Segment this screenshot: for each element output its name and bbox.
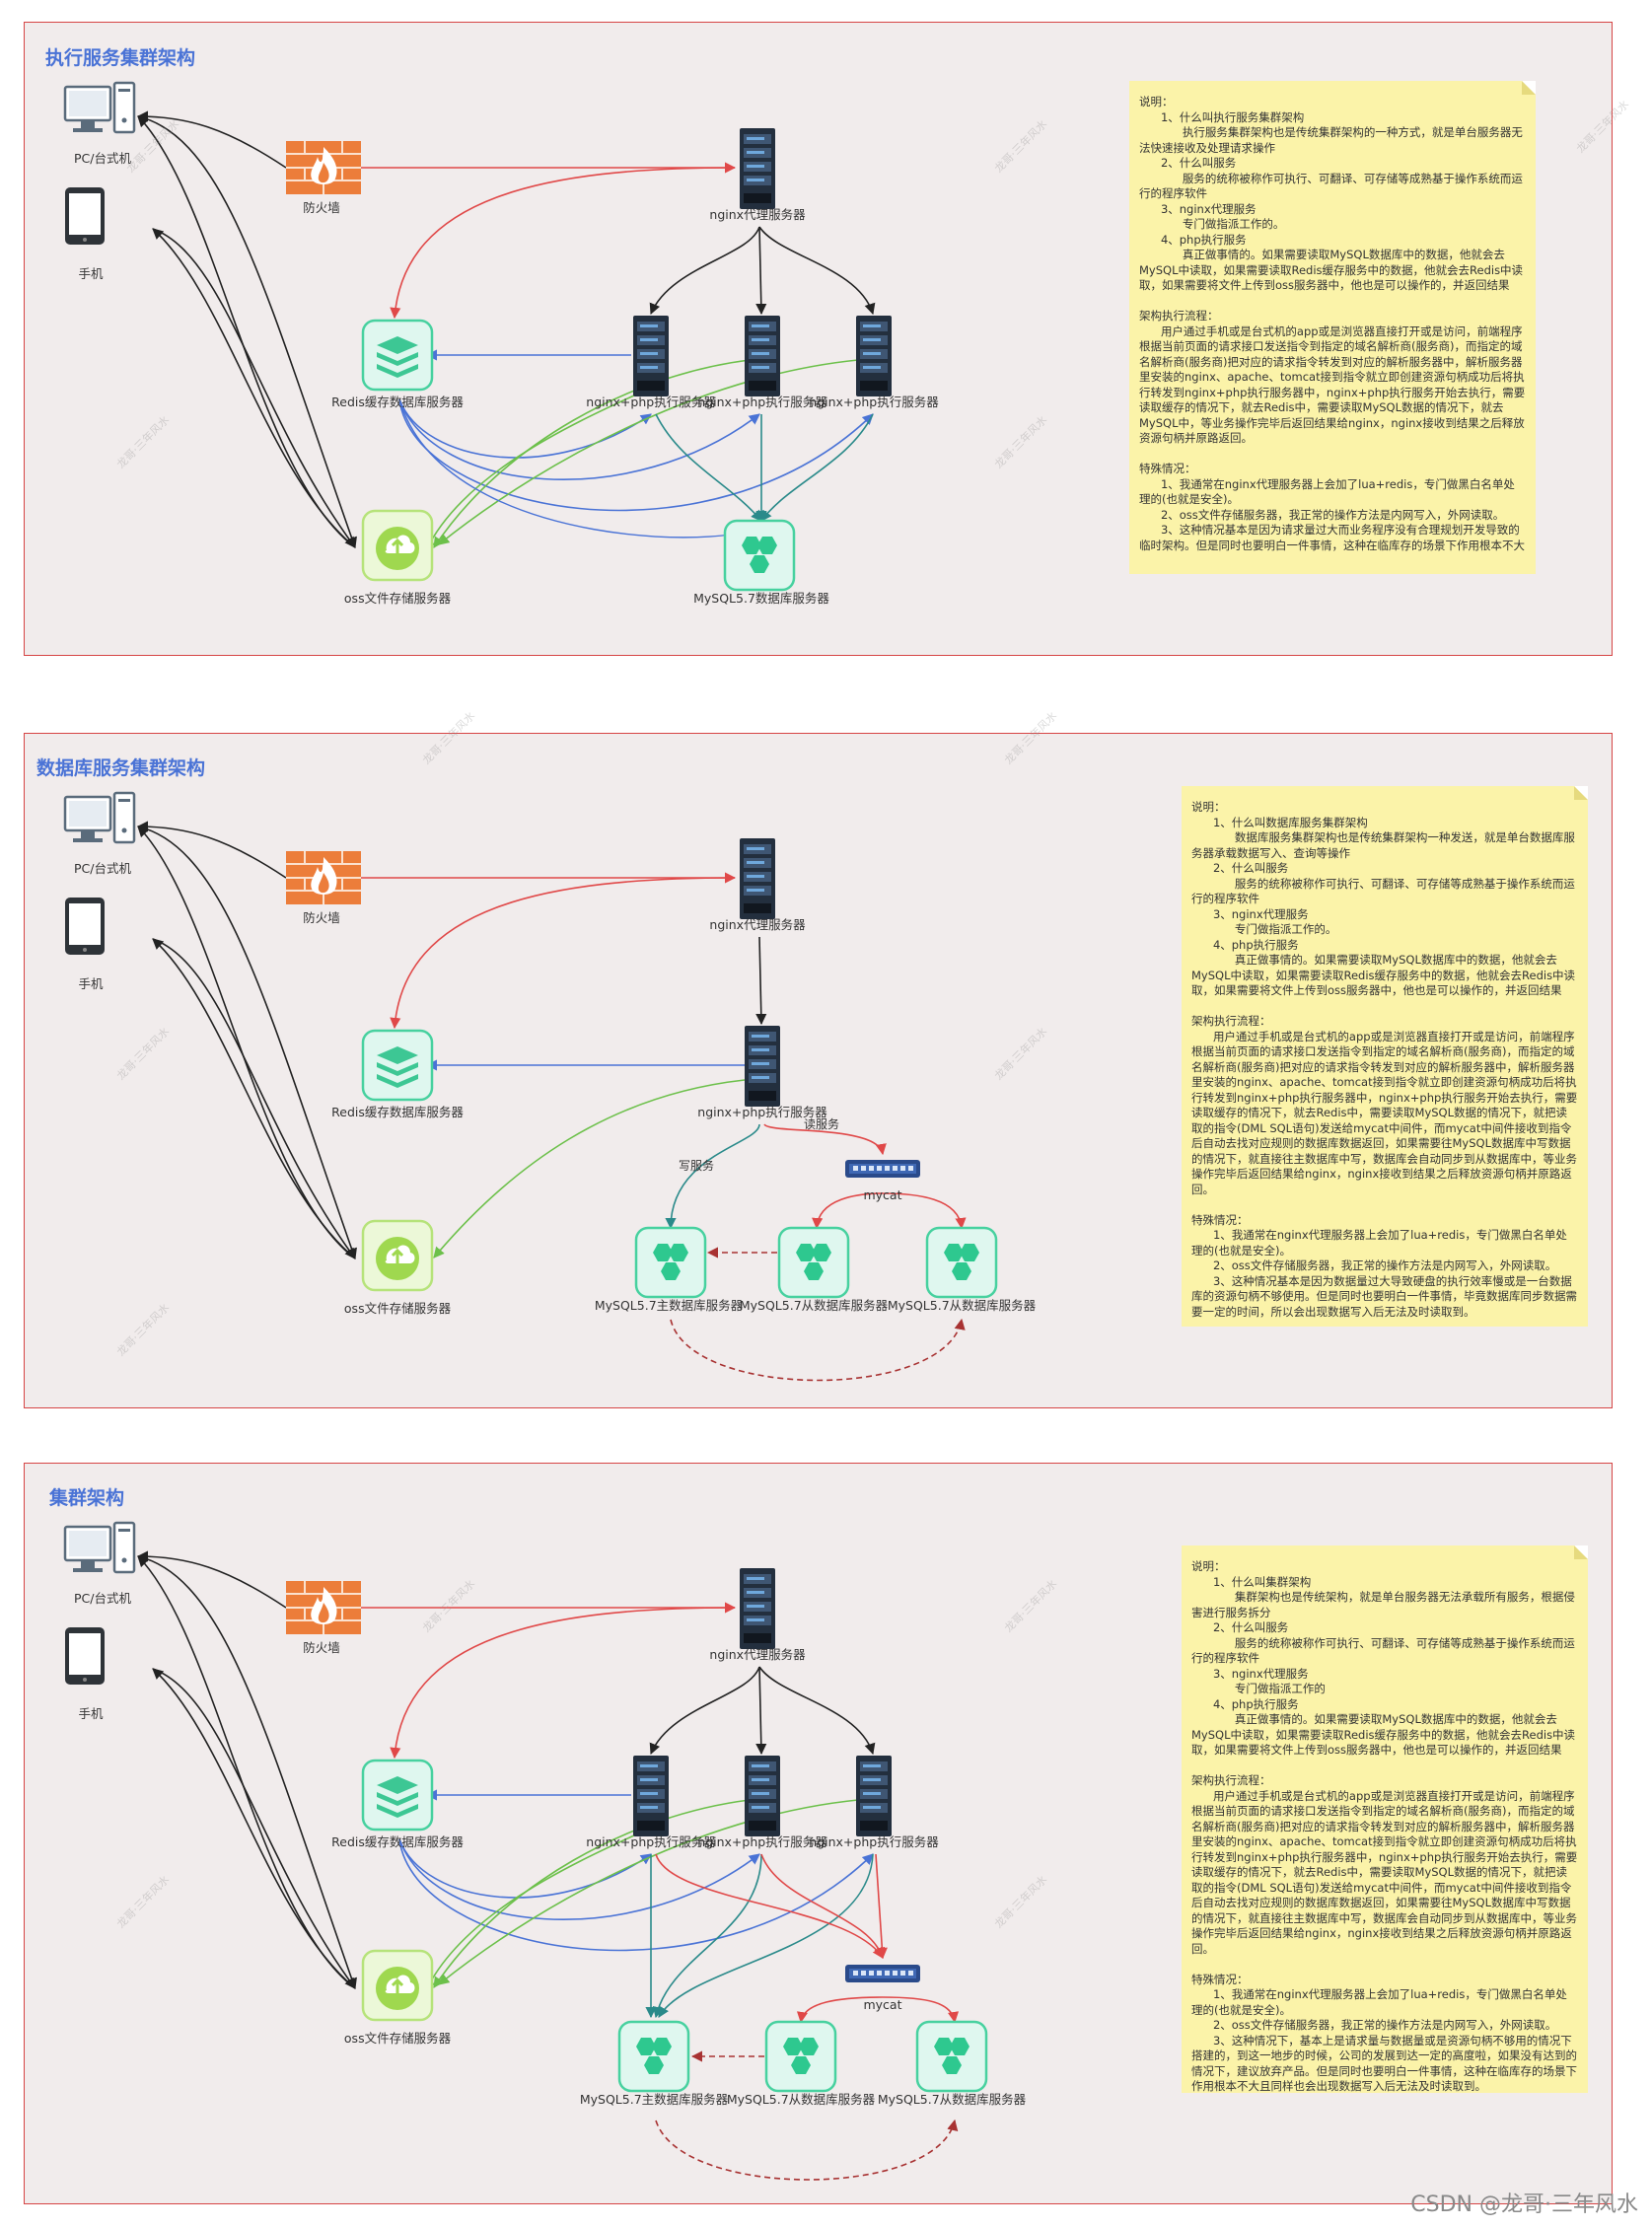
node-label: PC/台式机	[74, 151, 131, 166]
mysql-master-icon	[634, 1226, 707, 1299]
node-label: MySQL5.7从数据库服务器	[740, 1298, 889, 1313]
mysql-icon	[723, 519, 796, 592]
node-label: nginx+php执行服务器	[586, 395, 716, 409]
node-label: nginx+php执行服务器	[809, 1834, 939, 1849]
pc-icon	[63, 1521, 136, 1574]
panel-title: 数据库服务集群架构	[36, 757, 206, 779]
node-label: 防火墙	[303, 1640, 340, 1655]
firewall-icon	[285, 1580, 362, 1635]
phone-icon	[65, 1627, 105, 1685]
node-label: PC/台式机	[74, 861, 131, 876]
node-label: MySQL5.7主数据库服务器	[595, 1298, 744, 1313]
node-label: oss文件存储服务器	[344, 591, 452, 606]
redis-icon	[361, 319, 434, 392]
redis-icon	[361, 1759, 434, 1832]
php-server-icon	[856, 316, 892, 396]
node-label: nginx代理服务器	[709, 917, 806, 932]
firewall-icon	[285, 140, 362, 195]
node-label: 手机	[78, 1706, 104, 1721]
pc-icon	[63, 81, 136, 134]
mycat-icon	[845, 1965, 920, 1982]
phone-icon	[65, 187, 105, 245]
panel-title: 集群架构	[49, 1487, 125, 1509]
node-label: Redis缓存数据库服务器	[331, 1105, 464, 1119]
mysql-slave-icon	[777, 1226, 850, 1299]
node-label: MySQL5.7从数据库服务器	[878, 2092, 1027, 2107]
redis-icon	[361, 1029, 434, 1102]
oss-icon	[361, 509, 434, 582]
panel-2-diagram: 写服务 读服务 PC/台式机 手机 防火墙 nginx代理服务器 Redis缓存…	[63, 791, 1037, 1382]
node-label: MySQL5.7从数据库服务器	[727, 2092, 876, 2107]
php-server-icon	[745, 1026, 780, 1107]
php-server-icon	[633, 1756, 669, 1836]
node-label: Redis缓存数据库服务器	[331, 1834, 464, 1849]
edge-label-write: 写服务	[679, 1158, 714, 1173]
node-label: MySQL5.7主数据库服务器	[580, 2092, 729, 2107]
node-label: 手机	[78, 976, 104, 991]
node-label: mycat	[863, 1187, 901, 1202]
node-label: nginx+php执行服务器	[809, 395, 939, 409]
edge-label-read: 读服务	[804, 1116, 839, 1131]
node-label: PC/台式机	[74, 1591, 131, 1606]
panel-title: 执行服务集群架构	[45, 47, 196, 69]
node-label: MySQL5.7从数据库服务器	[888, 1298, 1037, 1313]
nginx-proxy-server-icon	[740, 838, 775, 919]
node-label: 防火墙	[303, 200, 340, 215]
note-card: 说明： 1、什么叫执行服务集群架构 执行服务集群架构也是传统集群架构的一种方式，…	[1129, 81, 1536, 574]
node-label: nginx代理服务器	[709, 1647, 806, 1662]
php-server-icon	[745, 316, 780, 396]
nginx-proxy-server-icon	[740, 1568, 775, 1649]
php-server-icon	[856, 1756, 892, 1836]
node-label: oss文件存储服务器	[344, 2031, 452, 2046]
oss-icon	[361, 1219, 434, 1292]
mysql-slave-icon	[925, 1226, 998, 1299]
note-card: 说明： 1、什么叫集群架构 集群架构也是传统架构，就是单台服务器无法承载所有服务…	[1182, 1545, 1588, 2093]
pc-icon	[63, 791, 136, 844]
node-label: 防火墙	[303, 910, 340, 925]
mysql-master-icon	[617, 2020, 690, 2093]
node-label: MySQL5.7数据库服务器	[693, 591, 829, 606]
php-server-icon	[745, 1756, 780, 1836]
mysql-slave-icon	[915, 2020, 988, 2093]
node-label: nginx代理服务器	[709, 207, 806, 222]
panel-1-diagram: PC/台式机 手机 防火墙 nginx代理服务器 Redis缓存数据库服务器 n…	[63, 81, 939, 606]
oss-icon	[361, 1949, 434, 2022]
node-label: oss文件存储服务器	[344, 1301, 452, 1316]
node-label: nginx+php执行服务器	[586, 1834, 716, 1849]
firewall-icon	[285, 850, 362, 905]
phone-icon	[65, 898, 105, 955]
footer-credit: CSDN @龙哥·三年风水	[1410, 2192, 1638, 2217]
nginx-proxy-server-icon	[740, 128, 775, 209]
panel-3-diagram: PC/台式机 手机 防火墙 nginx代理服务器 Redis缓存数据库服务器 n…	[63, 1521, 1027, 2181]
note-card: 说明： 1、什么叫数据库服务集群架构 数据库服务集群架构也是传统集群架构一种发送…	[1182, 786, 1588, 1327]
node-label: 手机	[78, 266, 104, 281]
node-label: Redis缓存数据库服务器	[331, 395, 464, 409]
node-label: nginx+php执行服务器	[697, 395, 827, 409]
mycat-icon	[845, 1160, 920, 1178]
node-label: nginx+php执行服务器	[697, 1834, 827, 1849]
php-server-icon	[633, 316, 669, 396]
mysql-slave-icon	[764, 2020, 837, 2093]
node-label: nginx+php执行服务器	[697, 1105, 827, 1119]
node-label: mycat	[863, 1997, 901, 2012]
